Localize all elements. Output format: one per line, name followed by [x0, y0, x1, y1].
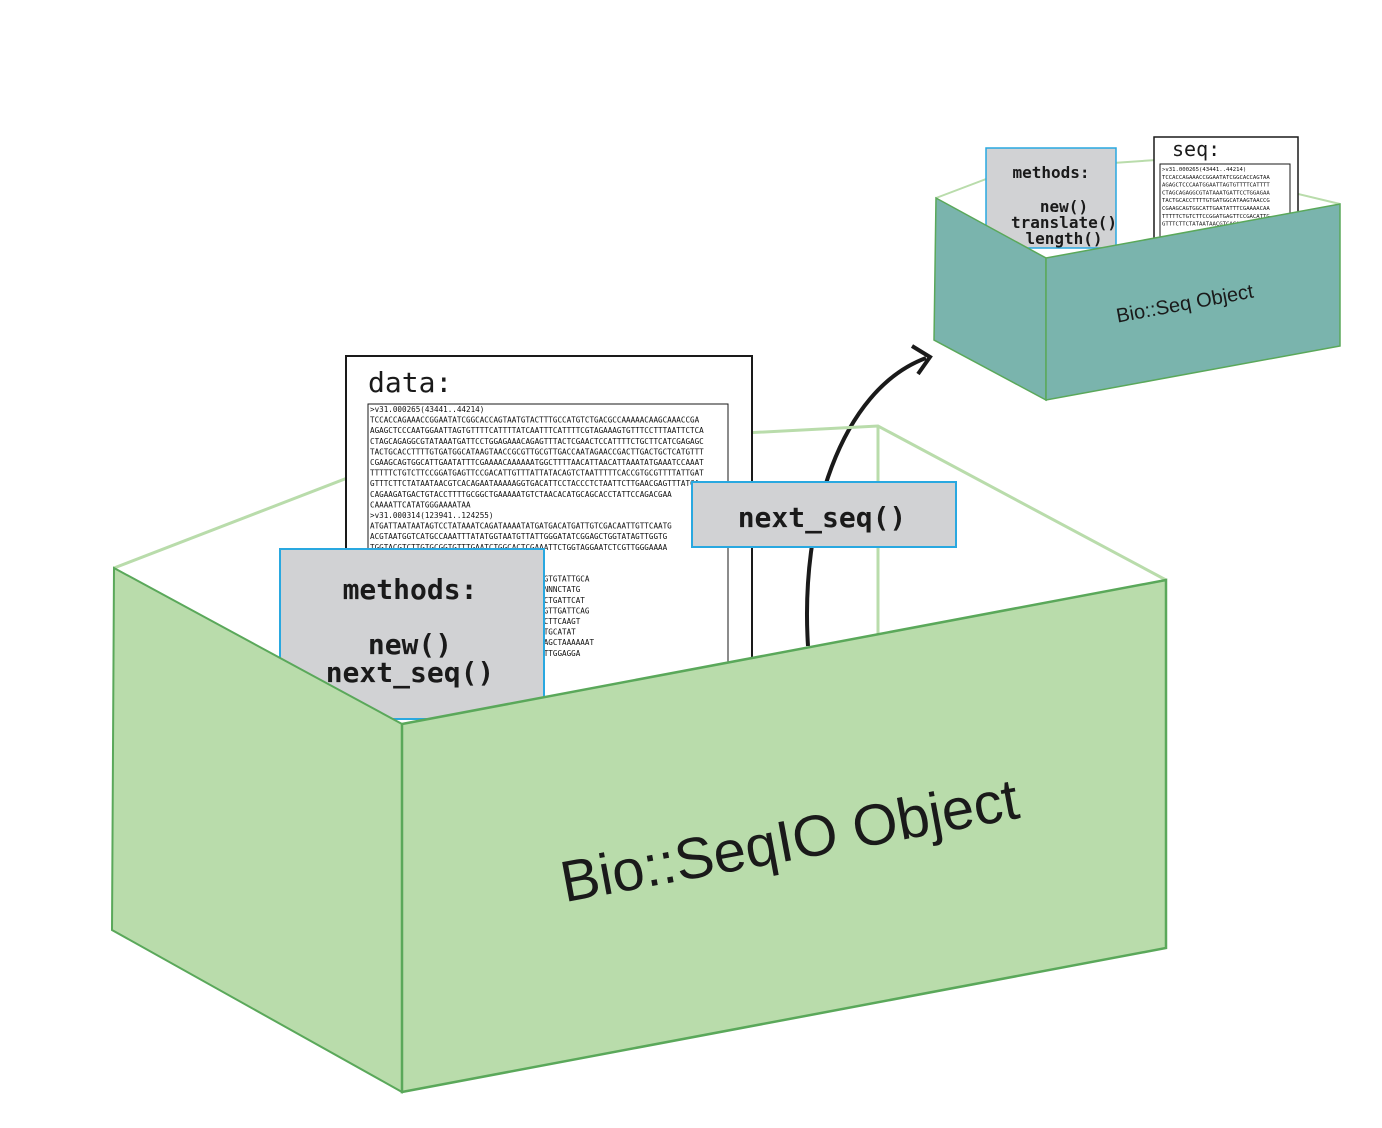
sequence-line: CGAAGCAGTGGCATTGAATATTTCGAAAACAAAAAATGGC…: [370, 458, 704, 467]
sequence-line: ATGATTAATAATAGTCCTATAAATCAGATAAAATATGATG…: [370, 522, 672, 531]
transfer-arrow: [805, 344, 933, 647]
sequence-line: TACTGCACCTTTTGTGATGGCATAAGTAACCG: [1162, 198, 1270, 204]
sequence-line: TACTGCACCTTTTGTGATGGCATAAGTAACCGCGTTGCGT…: [370, 447, 704, 456]
large-box: data: >v31.000265(43441..44214) TCCACCAGA…: [110, 355, 1168, 1094]
sequence-line: TGGTACGTCTTGTGCGGTGTTTGAATCTGGCACTCGAAAT…: [370, 543, 668, 552]
large-method-new: new(): [368, 628, 452, 661]
sequence-line: GTTTCTTCTATAATAACGTCACAGAATAAAAAGGTGACAT…: [370, 479, 700, 488]
small-method-length: length(): [1025, 229, 1102, 248]
small-methods-title: methods:: [1012, 163, 1089, 182]
sequence-line: CTAGCAGAGGCGTATAAATGATTCCTGGAGAAACAGAGTT…: [370, 437, 704, 446]
small-box-front-face: [1045, 203, 1341, 401]
sequence-line: CGAAGCAGTGGCATTGAATATTTCGAAAACAA: [1162, 206, 1270, 212]
sequence-line: CAAAATTCATATGGGAAAATAA: [370, 500, 471, 509]
seq-card: seq: >v31.000265(43441..44214) TCCACCAGAA…: [1153, 136, 1299, 250]
small-method-new: new(): [1040, 197, 1088, 216]
small-box: methods: new() translate() length() seq:…: [933, 136, 1341, 402]
seq-card-title: seq:: [1172, 137, 1220, 161]
sequence-line: TTTTTCTGTCTTCCGGATGAGTTCCGACATTG: [1162, 214, 1270, 220]
large-method-next-seq: next_seq(): [326, 656, 495, 689]
next-seq-call[interactable]: next_seq(): [691, 481, 957, 548]
sequence-line: >v31.000265(43441..44214): [370, 405, 484, 414]
large-methods-title: methods:: [343, 573, 478, 606]
sequence-line: >v31.000265(43441..44214): [1162, 167, 1246, 173]
sequence-line: AGAGCTCCCAATGGAATTAGTGTTTTCATTTT: [1162, 183, 1270, 189]
sequence-line: GTTTCTTCTATAATAACGTCACAGAATAAAAA: [1162, 222, 1270, 228]
sequence-line: CTAGCAGAGGCGTATAAATGATTCCTGGAGAA: [1162, 190, 1270, 196]
sequence-line: >v31.000314(123941..124255): [370, 511, 493, 520]
arrow-curve: [805, 356, 927, 647]
small-methods-card: methods: new() translate() length(): [985, 147, 1117, 249]
small-method-translate: translate(): [1011, 213, 1117, 232]
sequence-line: ACGTAATGGTCATGCCAAATTTATATGGTAATGTTATTGG…: [370, 532, 668, 541]
sequence-line: CAGAAGATGACTGTACCTTTTGCGGCTGAAAAATGTCTAA…: [370, 490, 672, 499]
sequence-line: TTTTTCTGTCTTCCGGATGAGTTCCGACATTGTTTATTAT…: [370, 469, 704, 478]
large-box-front-face: [400, 578, 1168, 1094]
sequence-line: TCCACCAGAAACCGGAATATCGGCACCAGTAATGTACTTT…: [370, 416, 700, 425]
sequence-line: TCCACCAGAAACCGGAATATCGGCACCAGTAA: [1162, 175, 1270, 181]
arrow-head-icon: [910, 344, 933, 376]
sequence-line: AGAGCTCCCAATGGAATTAGTGTTTTCATTTTATCAATTT…: [370, 426, 704, 435]
data-card-title: data:: [368, 366, 452, 399]
next-seq-label: next_seq(): [738, 501, 907, 534]
seq-card-sequence: >v31.000265(43441..44214) TCCACCAGAAACCGG…: [1162, 167, 1270, 228]
